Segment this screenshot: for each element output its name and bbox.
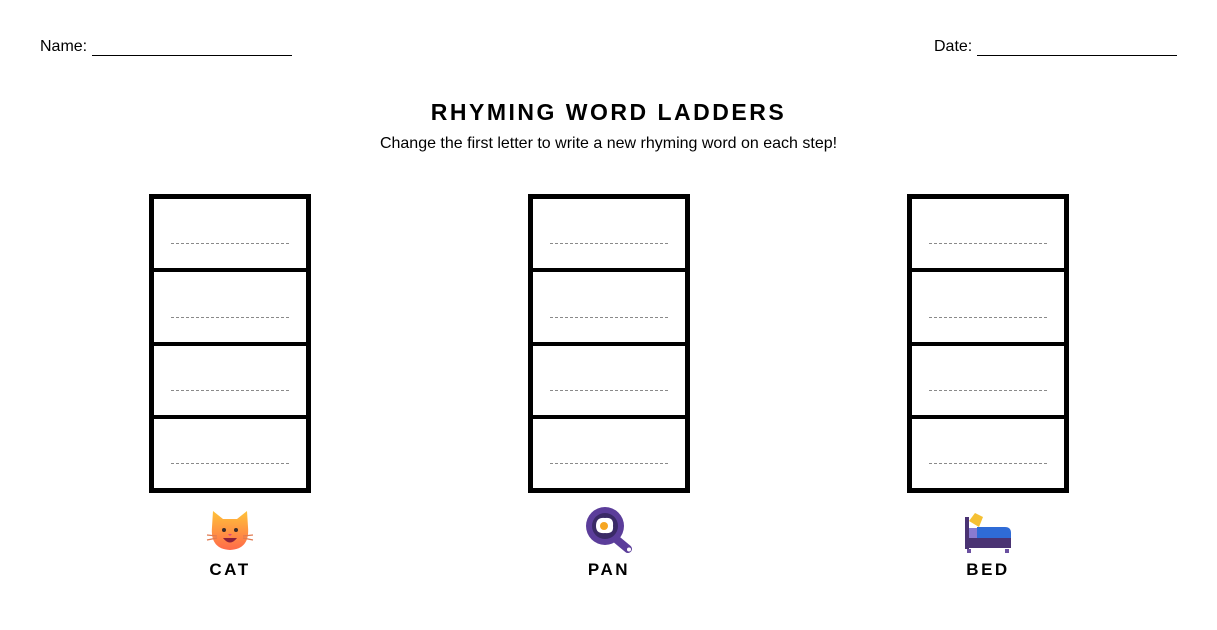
ladder-cat [149,194,311,493]
date-label: Date: [934,38,973,55]
write-line [929,463,1047,464]
ladder-rung[interactable] [154,419,306,488]
ladder-word: BED [966,560,1010,579]
ladder-rung[interactable] [533,346,685,419]
ladder-rung[interactable] [912,346,1064,419]
ladder-pan [528,194,690,493]
write-line [550,463,668,464]
ladder-rung[interactable] [154,272,306,346]
frying-pan-icon [586,507,632,553]
ladder-rung[interactable] [533,199,685,273]
ladder-rung[interactable] [912,419,1064,488]
ladder-label-bed: BED [908,505,1068,580]
ladder-rung[interactable] [912,199,1064,273]
ladder-word: PAN [587,560,631,579]
write-line [929,243,1047,245]
ladder-rung[interactable] [154,346,306,419]
ladder-bed [907,194,1069,493]
write-line [550,389,668,391]
date-field: Date: [934,38,1178,56]
write-line [171,389,289,391]
write-line [171,463,289,464]
name-write-line[interactable] [92,41,293,56]
name-label: Name: [40,38,88,55]
ladder-label-pan: PAN [529,505,689,580]
ladder-rung[interactable] [912,272,1064,346]
cat-face-icon [206,511,254,550]
write-line [171,316,289,318]
date-write-line[interactable] [977,41,1178,56]
write-line [550,243,668,245]
ladder-word: CAT [209,560,251,579]
ladder-label-cat: CAT [150,505,310,580]
name-field: Name: [40,38,293,56]
ladder-rung[interactable] [533,272,685,346]
write-line [929,316,1047,318]
page-title: RHYMING WORD LADDERS [430,99,787,125]
write-line [550,316,668,318]
bed-icon [965,513,1011,553]
write-line [929,389,1047,391]
instructions: Change the first letter to write a new r… [379,135,838,152]
write-line [171,243,289,245]
ladder-rung[interactable] [533,419,685,488]
ladder-rung[interactable] [154,199,306,273]
